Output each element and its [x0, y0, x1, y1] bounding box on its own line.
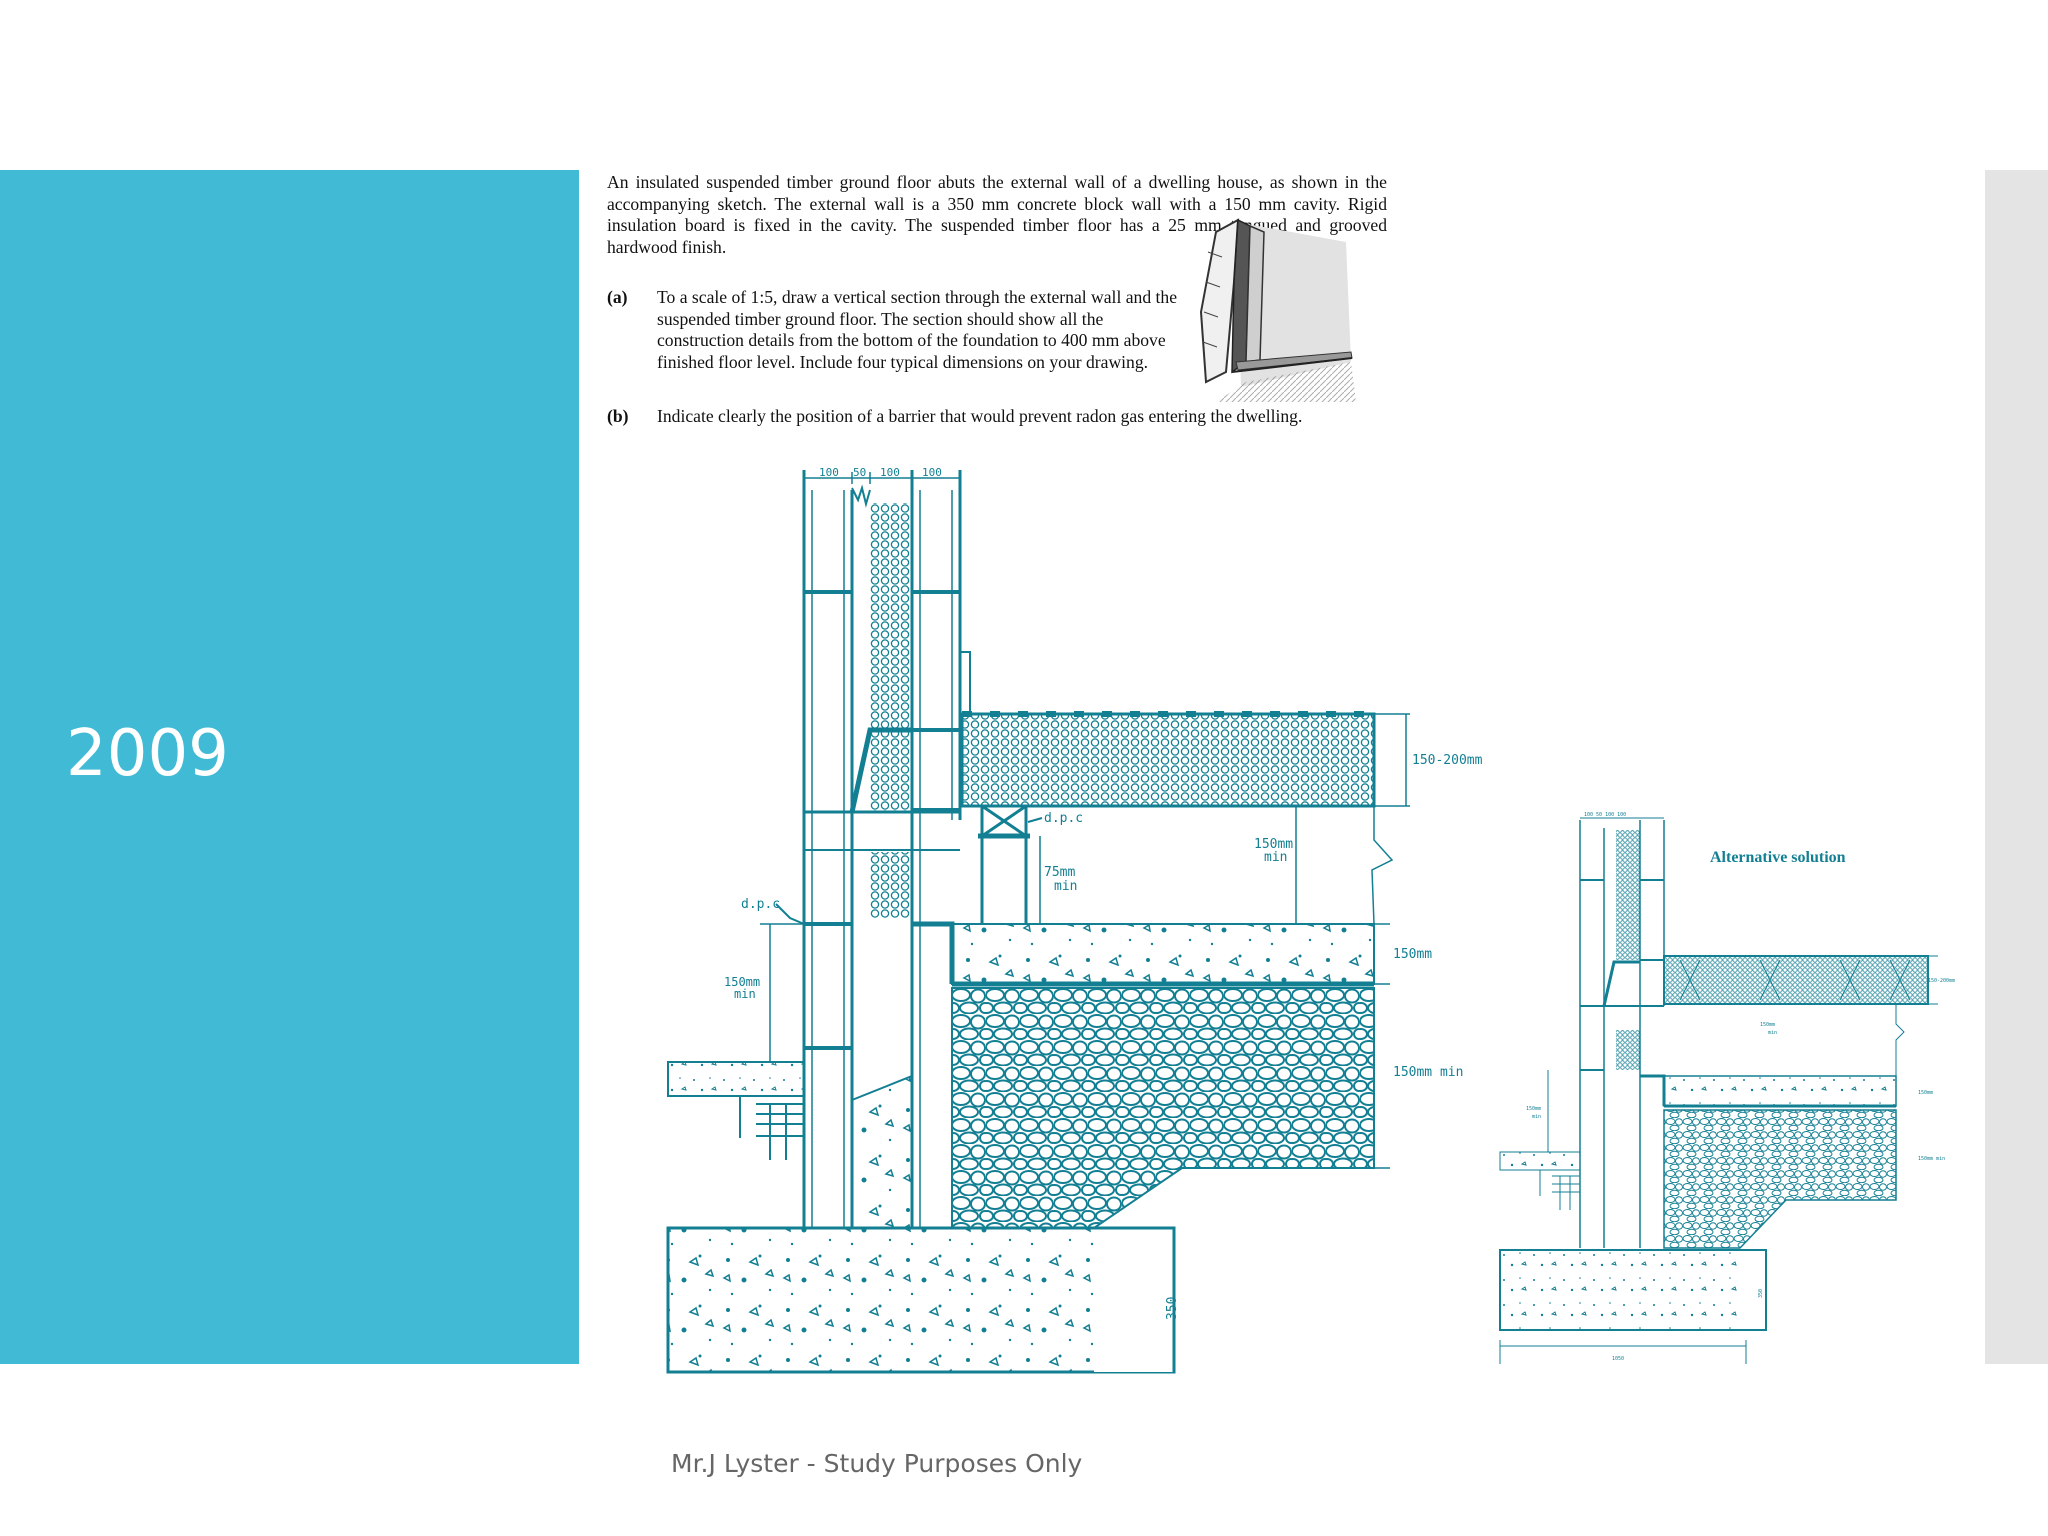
void-dim-min: min [1264, 850, 1287, 865]
dim-inner-leaf: 100 [922, 466, 942, 479]
question-intro-text: An insulated suspended timber ground flo… [607, 172, 1387, 257]
alternative-section: Alternative solution 100 50 100 100 [1499, 812, 1955, 1364]
ground-dim-min: min [734, 987, 756, 1001]
floor-insulation [960, 712, 1376, 808]
wall-plate-dim-min: min [1054, 879, 1077, 894]
alt-floor-dim: 150-200mm [1928, 978, 1955, 984]
part-b-text: Indicate clearly the position of a barri… [657, 406, 1303, 426]
question-part-b: (b) Indicate clearly the position of a b… [607, 406, 1387, 428]
floor-thickness-dim: 150-200mm [1412, 753, 1483, 768]
alt-ground-dim-min: min [1532, 1114, 1541, 1120]
dpc-label-left: d.p.c [741, 897, 780, 912]
question-part-a: (a) To a scale of 1:5, draw a vertical s… [607, 287, 1182, 373]
alt-slab-dim: 150mm [1918, 1090, 1933, 1096]
title-band [0, 170, 579, 1364]
alt-void-dim-min: min [1768, 1030, 1777, 1036]
alt-ground [1539, 1170, 1580, 1210]
alt-hardcore [1663, 1109, 1897, 1249]
cavity-tray [849, 727, 912, 813]
alt-top-dims: 100 50 100 100 [1584, 812, 1626, 818]
void-dim: 150mm [1254, 837, 1293, 852]
alt-width-dim: 1050 [1612, 1356, 1624, 1362]
foundation-depth-dim: 350 [1165, 1297, 1180, 1320]
question-intro: An insulated suspended timber ground flo… [607, 172, 1387, 258]
cavity-fill [851, 1074, 913, 1229]
alt-cavity-insulation [1616, 830, 1640, 960]
alt-title: Alternative solution [1710, 849, 1846, 866]
dim-insulation: 100 [880, 466, 900, 479]
right-band [1985, 170, 2048, 1364]
wall-plate-dim: 75mm [1044, 865, 1075, 880]
dpc-step [912, 921, 955, 984]
foundation [666, 1226, 1176, 1374]
floor-dim-lines [1371, 713, 1410, 925]
cavity-insulation-lower [870, 852, 912, 918]
dim-outer-leaf: 100 [819, 466, 839, 479]
wall-sketch [1199, 218, 1356, 402]
slide-year: 2009 [66, 717, 229, 791]
alt-slab [1663, 1075, 1897, 1107]
external-ground [739, 1096, 804, 1160]
part-a-label: (a) [607, 287, 628, 307]
part-b-label: (b) [607, 406, 629, 426]
hardcore-fill [951, 987, 1375, 1229]
dim-cavity: 50 [853, 466, 866, 479]
alt-hardcore-dim: 150mm min [1918, 1156, 1945, 1162]
oversite-slab [951, 923, 1375, 985]
alt-joists [1679, 956, 1929, 1004]
alt-ground-dim: 150mm [1526, 1106, 1541, 1112]
external-paving [667, 1061, 805, 1097]
slab-dim: 150mm [1393, 947, 1432, 962]
ground-dim: 150mm [724, 975, 760, 989]
cavity-insulation-upper [870, 503, 912, 813]
part-a-text: To a scale of 1:5, draw a vertical secti… [657, 287, 1178, 372]
alt-void-dim: 150mm [1760, 1022, 1775, 1028]
slide-footer: Mr.J Lyster - Study Purposes Only [671, 1449, 1083, 1478]
dpc-label-top: d.p.c [1044, 811, 1083, 826]
alt-floor-insulation [1663, 955, 1929, 1005]
alt-foundation [1499, 1249, 1767, 1331]
main-section: 100 50 100 100 [666, 466, 1483, 1374]
alt-foundation-dim: 350 [1758, 1289, 1764, 1298]
hardcore-dim: 150mm min [1393, 1065, 1463, 1080]
wall-plate [978, 804, 1030, 924]
break-line [851, 484, 871, 508]
exam-question: An insulated suspended timber ground flo… [607, 172, 1387, 426]
